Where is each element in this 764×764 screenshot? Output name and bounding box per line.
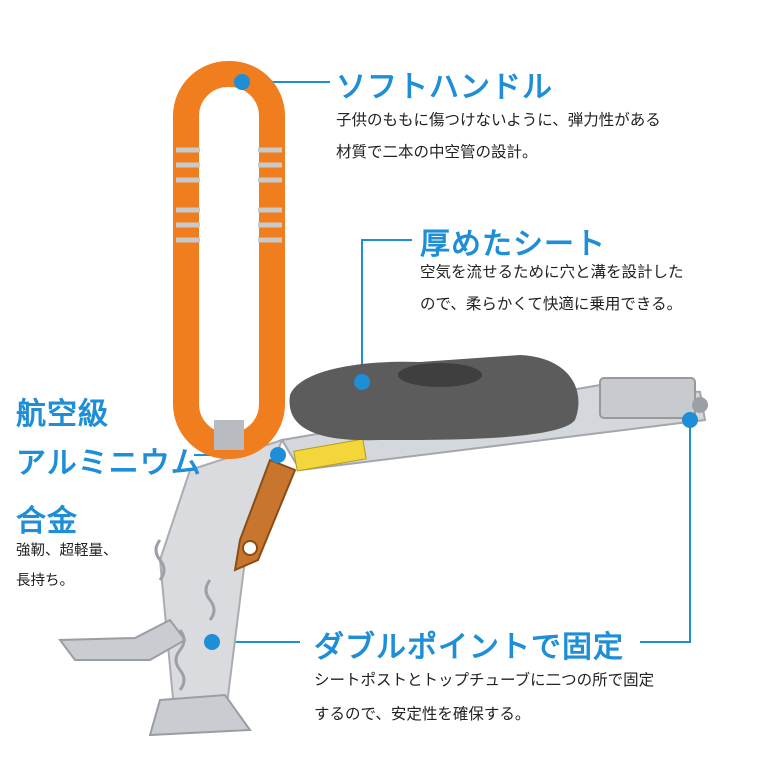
handle-desc-line-1: 子供のももに傷つけないように、弾力性がある (336, 111, 661, 129)
aluminum-frame (58, 377, 708, 737)
alloy-title-line-2: アルミニウム (16, 446, 202, 481)
mount-desc-line-1: シートポストとトップチューブに二つの所で固定 (314, 671, 655, 689)
alloy-title-line-1: 航空級 (16, 397, 109, 432)
seat-cushion (289, 355, 579, 441)
alloy-title-line-3: 合金 (16, 504, 78, 539)
soft-handle (173, 61, 285, 459)
mount-desc-line-2: するので、安定性を確保する。 (314, 705, 531, 723)
seat-desc-line-2: ので、柔らかくて快適に乗用できる。 (420, 295, 683, 313)
alloy-desc-line-1: 強靭、超軽量、 (16, 543, 118, 559)
seat-desc-line-1: 空気を流せるために穴と溝を設計した (420, 263, 684, 281)
callout-dots (204, 74, 698, 650)
alloy-desc-line-2: 長持ち。 (16, 573, 74, 589)
handle-title: ソフトハンドル (336, 70, 553, 105)
mount-title: ダブルポイントで固定 (314, 630, 624, 665)
handle-desc-line-2: 材質で二本の中空管の設計。 (336, 143, 538, 161)
seat-title: 厚めたシート (420, 227, 606, 262)
